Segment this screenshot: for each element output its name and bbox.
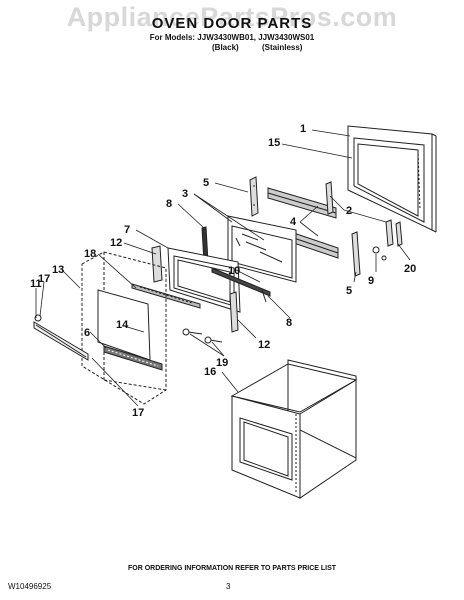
part-label-22: 16 [204, 366, 216, 378]
part-label-0: 1 [300, 123, 306, 135]
part-label-10: 10 [228, 265, 240, 277]
variant-stainless: (Stainless) [262, 43, 303, 52]
side-strip-12-left [151, 245, 163, 283]
part-label-19: 8 [286, 317, 292, 329]
models-line: For Models: JJW3430WB01, JJW3430WS01 [149, 33, 315, 42]
part-label-14: 17 [38, 273, 50, 285]
part-label-18: 6 [84, 327, 90, 339]
page-number: 3 [226, 582, 231, 591]
channel-upper [267, 187, 337, 219]
side-strip-12-right [229, 291, 239, 333]
part-label-7: 4 [290, 216, 297, 228]
part-label-23: 17 [132, 407, 144, 419]
part-label-13: 5 [346, 285, 352, 297]
part-label-11: 20 [404, 263, 416, 275]
leader-lines [35, 129, 411, 407]
part-label-5: 8 [166, 198, 172, 210]
upper-bracket [249, 176, 259, 217]
document-number: W10496925 [8, 582, 52, 591]
part-label-2: 5 [203, 177, 209, 189]
hinge-20 [395, 221, 403, 247]
inner-glass-3 [227, 215, 297, 283]
end-cap-17 [34, 314, 42, 322]
part-label-9: 18 [84, 248, 96, 260]
watermark: AppliancePartsPros.com [66, 2, 398, 32]
part-label-20: 12 [258, 339, 270, 351]
bracket-2b [385, 219, 394, 247]
part-label-4: 2 [346, 205, 352, 217]
part-label-6: 7 [124, 224, 130, 236]
variant-black: (Black) [212, 43, 239, 52]
part-label-21: 19 [216, 357, 228, 369]
ordering-note: FOR ORDERING INFORMATION REFER TO PARTS … [127, 565, 337, 572]
part-label-3: 3 [182, 188, 188, 200]
part-label-12: 9 [368, 275, 374, 287]
part-label-17: 14 [116, 319, 129, 331]
part-label-1: 15 [268, 137, 280, 149]
page-title: OVEN DOOR PARTS [151, 15, 313, 32]
bracket-2a [325, 181, 334, 215]
frame-10 [167, 247, 241, 313]
outer-door-panel [347, 125, 437, 233]
part-label-8: 12 [110, 237, 122, 249]
part-label-15: 13 [52, 264, 64, 276]
part-label-16: 11 [30, 278, 42, 290]
handle-11 [33, 321, 89, 361]
lower-bracket [351, 231, 361, 277]
bottom-strip-6 [103, 345, 163, 371]
rod-8 [211, 267, 271, 303]
door-assembly-16 [230, 359, 358, 499]
screws-19 [182, 328, 223, 344]
